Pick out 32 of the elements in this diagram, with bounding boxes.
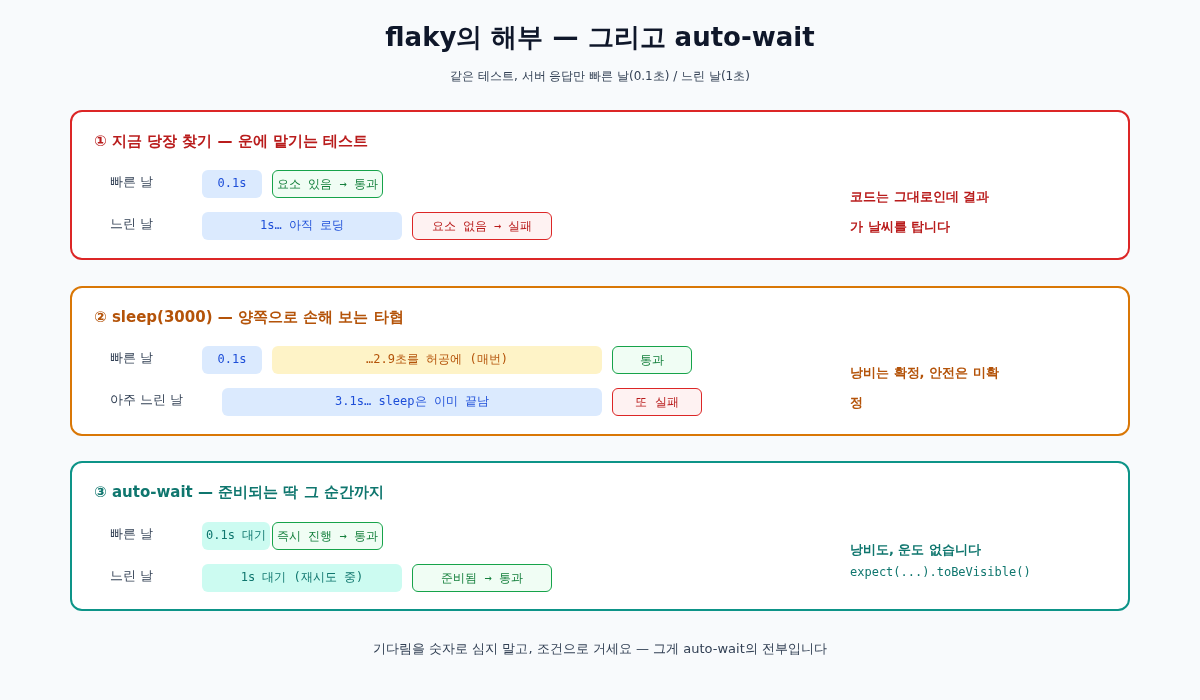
wait-bar: 1s 대기 (재시도 중): [202, 564, 402, 592]
panel-heading: ③ auto-wait — 준비되는 딱 그 순간까지: [94, 483, 384, 502]
panel-card: [70, 286, 1130, 436]
row-label: 아주 느린 날: [110, 391, 184, 409]
panel-card: [70, 461, 1130, 611]
panel-heading: ② sleep(3000) — 양쪽으로 손해 보는 타협: [94, 308, 404, 327]
wasted-wait-bar: …2.9초를 허공에 (매번): [272, 346, 602, 374]
pass-result: 통과: [612, 346, 692, 374]
pass-result: 요소 있음 → 통과: [272, 170, 383, 198]
note-text: 낭비는 확정, 안전은 미확정: [850, 364, 1000, 412]
panel-card: [70, 110, 1130, 260]
row-label: 느린 날: [110, 567, 154, 585]
row-label: 느린 날: [110, 215, 154, 233]
wait-bar: 0.1s 대기: [202, 522, 271, 550]
row-label: 빠른 날: [110, 173, 154, 191]
note-text: 낭비도, 운도 없습니다: [850, 541, 982, 559]
time-bar: 1s… 아직 로딩: [202, 212, 402, 240]
time-bar: 3.1s… sleep은 이미 끝남: [222, 388, 602, 416]
panel-heading: ① 지금 당장 찾기 — 운에 맡기는 테스트: [94, 132, 369, 151]
pass-result: 준비됨 → 통과: [412, 564, 552, 592]
subtitle-text: 같은 테스트, 서버 응답만 빠른 날(0.1초) / 느린 날(1초): [449, 68, 751, 85]
fail-result: 요소 없음 → 실패: [412, 212, 552, 240]
pass-result: 즉시 진행 → 통과: [272, 522, 383, 550]
row-label: 빠른 날: [110, 525, 154, 543]
time-bar: 0.1s: [202, 170, 262, 198]
note-text: 코드는 그대로인데 결과가 날씨를 탑니다: [850, 188, 991, 236]
time-bar: 0.1s: [202, 346, 262, 374]
fail-result: 또 실패: [612, 388, 702, 416]
diagram-title: flaky의 해부 — 그리고 auto-wait: [384, 21, 816, 54]
row-label: 빠른 날: [110, 349, 154, 367]
caption-text: 기다림을 숫자로 심지 말고, 조건으로 거세요 — 그게 auto-wait의 전부입니다: [372, 640, 828, 658]
code-snippet: expect(...).toBeVisible(): [850, 565, 1031, 579]
